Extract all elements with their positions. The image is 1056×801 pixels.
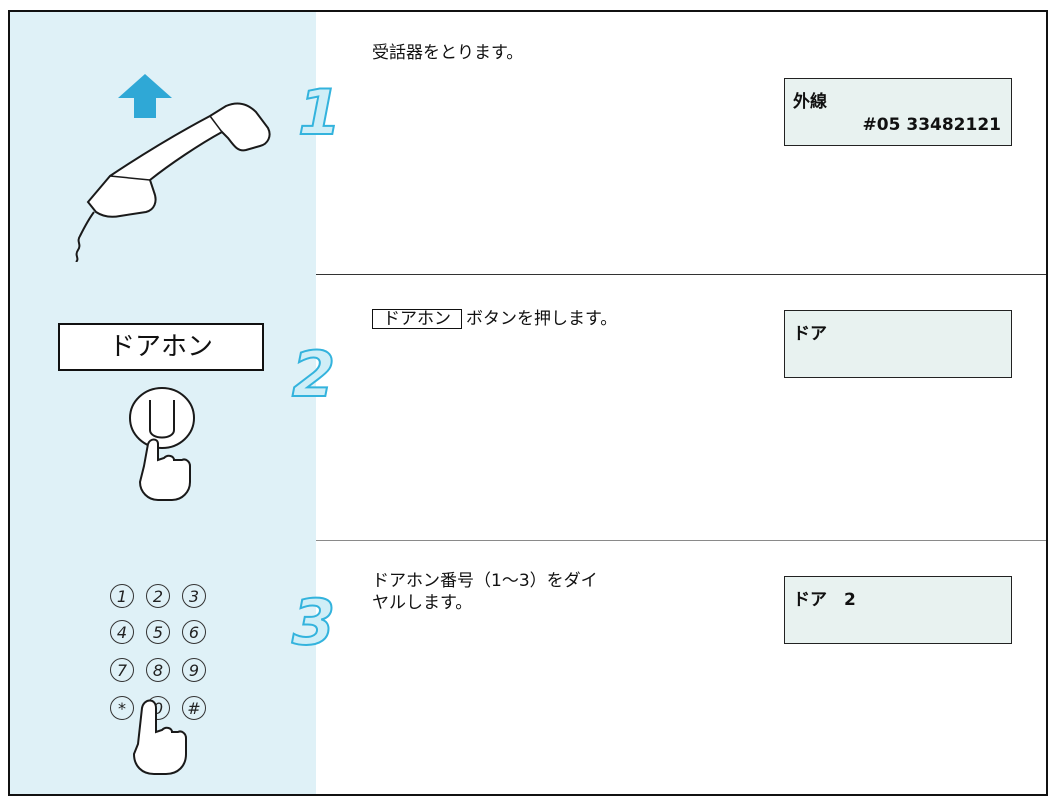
- key-1: 1: [110, 584, 134, 608]
- inline-key-doorphone: ドアホン: [372, 309, 462, 329]
- step-number-3: 3: [291, 585, 336, 660]
- display-step-3: ドア 2: [784, 576, 1012, 644]
- key-star: *: [110, 696, 134, 720]
- instruction-sheet: 1 受話器をとります。 外線 #05 33482121 ドアホン 2 ドアホンボ…: [8, 10, 1048, 796]
- step-divider: [316, 274, 1046, 275]
- display-step-1: 外線 #05 33482121: [784, 78, 1012, 146]
- step-divider: [316, 540, 1046, 541]
- display-line-1: ドア: [793, 324, 827, 344]
- step-2-instruction-text: ボタンを押します。: [466, 309, 618, 329]
- step-2-instruction: ドアホンボタンを押します。: [372, 308, 617, 330]
- display-step-2: ドア: [784, 310, 1012, 378]
- key-7: 7: [110, 658, 134, 682]
- key-6: 6: [182, 620, 206, 644]
- up-arrow-icon: [118, 74, 172, 118]
- display-line-2: #05 33482121: [862, 115, 1001, 135]
- step-1-instruction: 受話器をとります。: [372, 43, 524, 63]
- step-number-1: 1: [297, 75, 342, 150]
- pressing-finger-icon: [129, 387, 195, 501]
- key-8: 8: [146, 658, 170, 682]
- key-hash: #: [182, 696, 206, 720]
- key-9: 9: [182, 658, 206, 682]
- step-3-instruction: ドアホン番号（1〜3）をダイ ヤルします。: [372, 570, 598, 614]
- key-4: 4: [110, 620, 134, 644]
- step-3-instruction-line-2: ヤルします。: [372, 593, 473, 613]
- pressing-finger-icon: [132, 699, 187, 775]
- handset-icon: [75, 74, 271, 262]
- display-line-1: ドア 2: [793, 590, 856, 610]
- key-3: 3: [182, 584, 206, 608]
- key-2: 2: [146, 584, 170, 608]
- display-line-1: 外線: [793, 92, 827, 112]
- doorphone-button: ドアホン: [58, 323, 264, 371]
- step-3-instruction-line-1: ドアホン番号（1〜3）をダイ: [372, 571, 598, 591]
- step-number-2: 2: [291, 337, 336, 412]
- key-5: 5: [146, 620, 170, 644]
